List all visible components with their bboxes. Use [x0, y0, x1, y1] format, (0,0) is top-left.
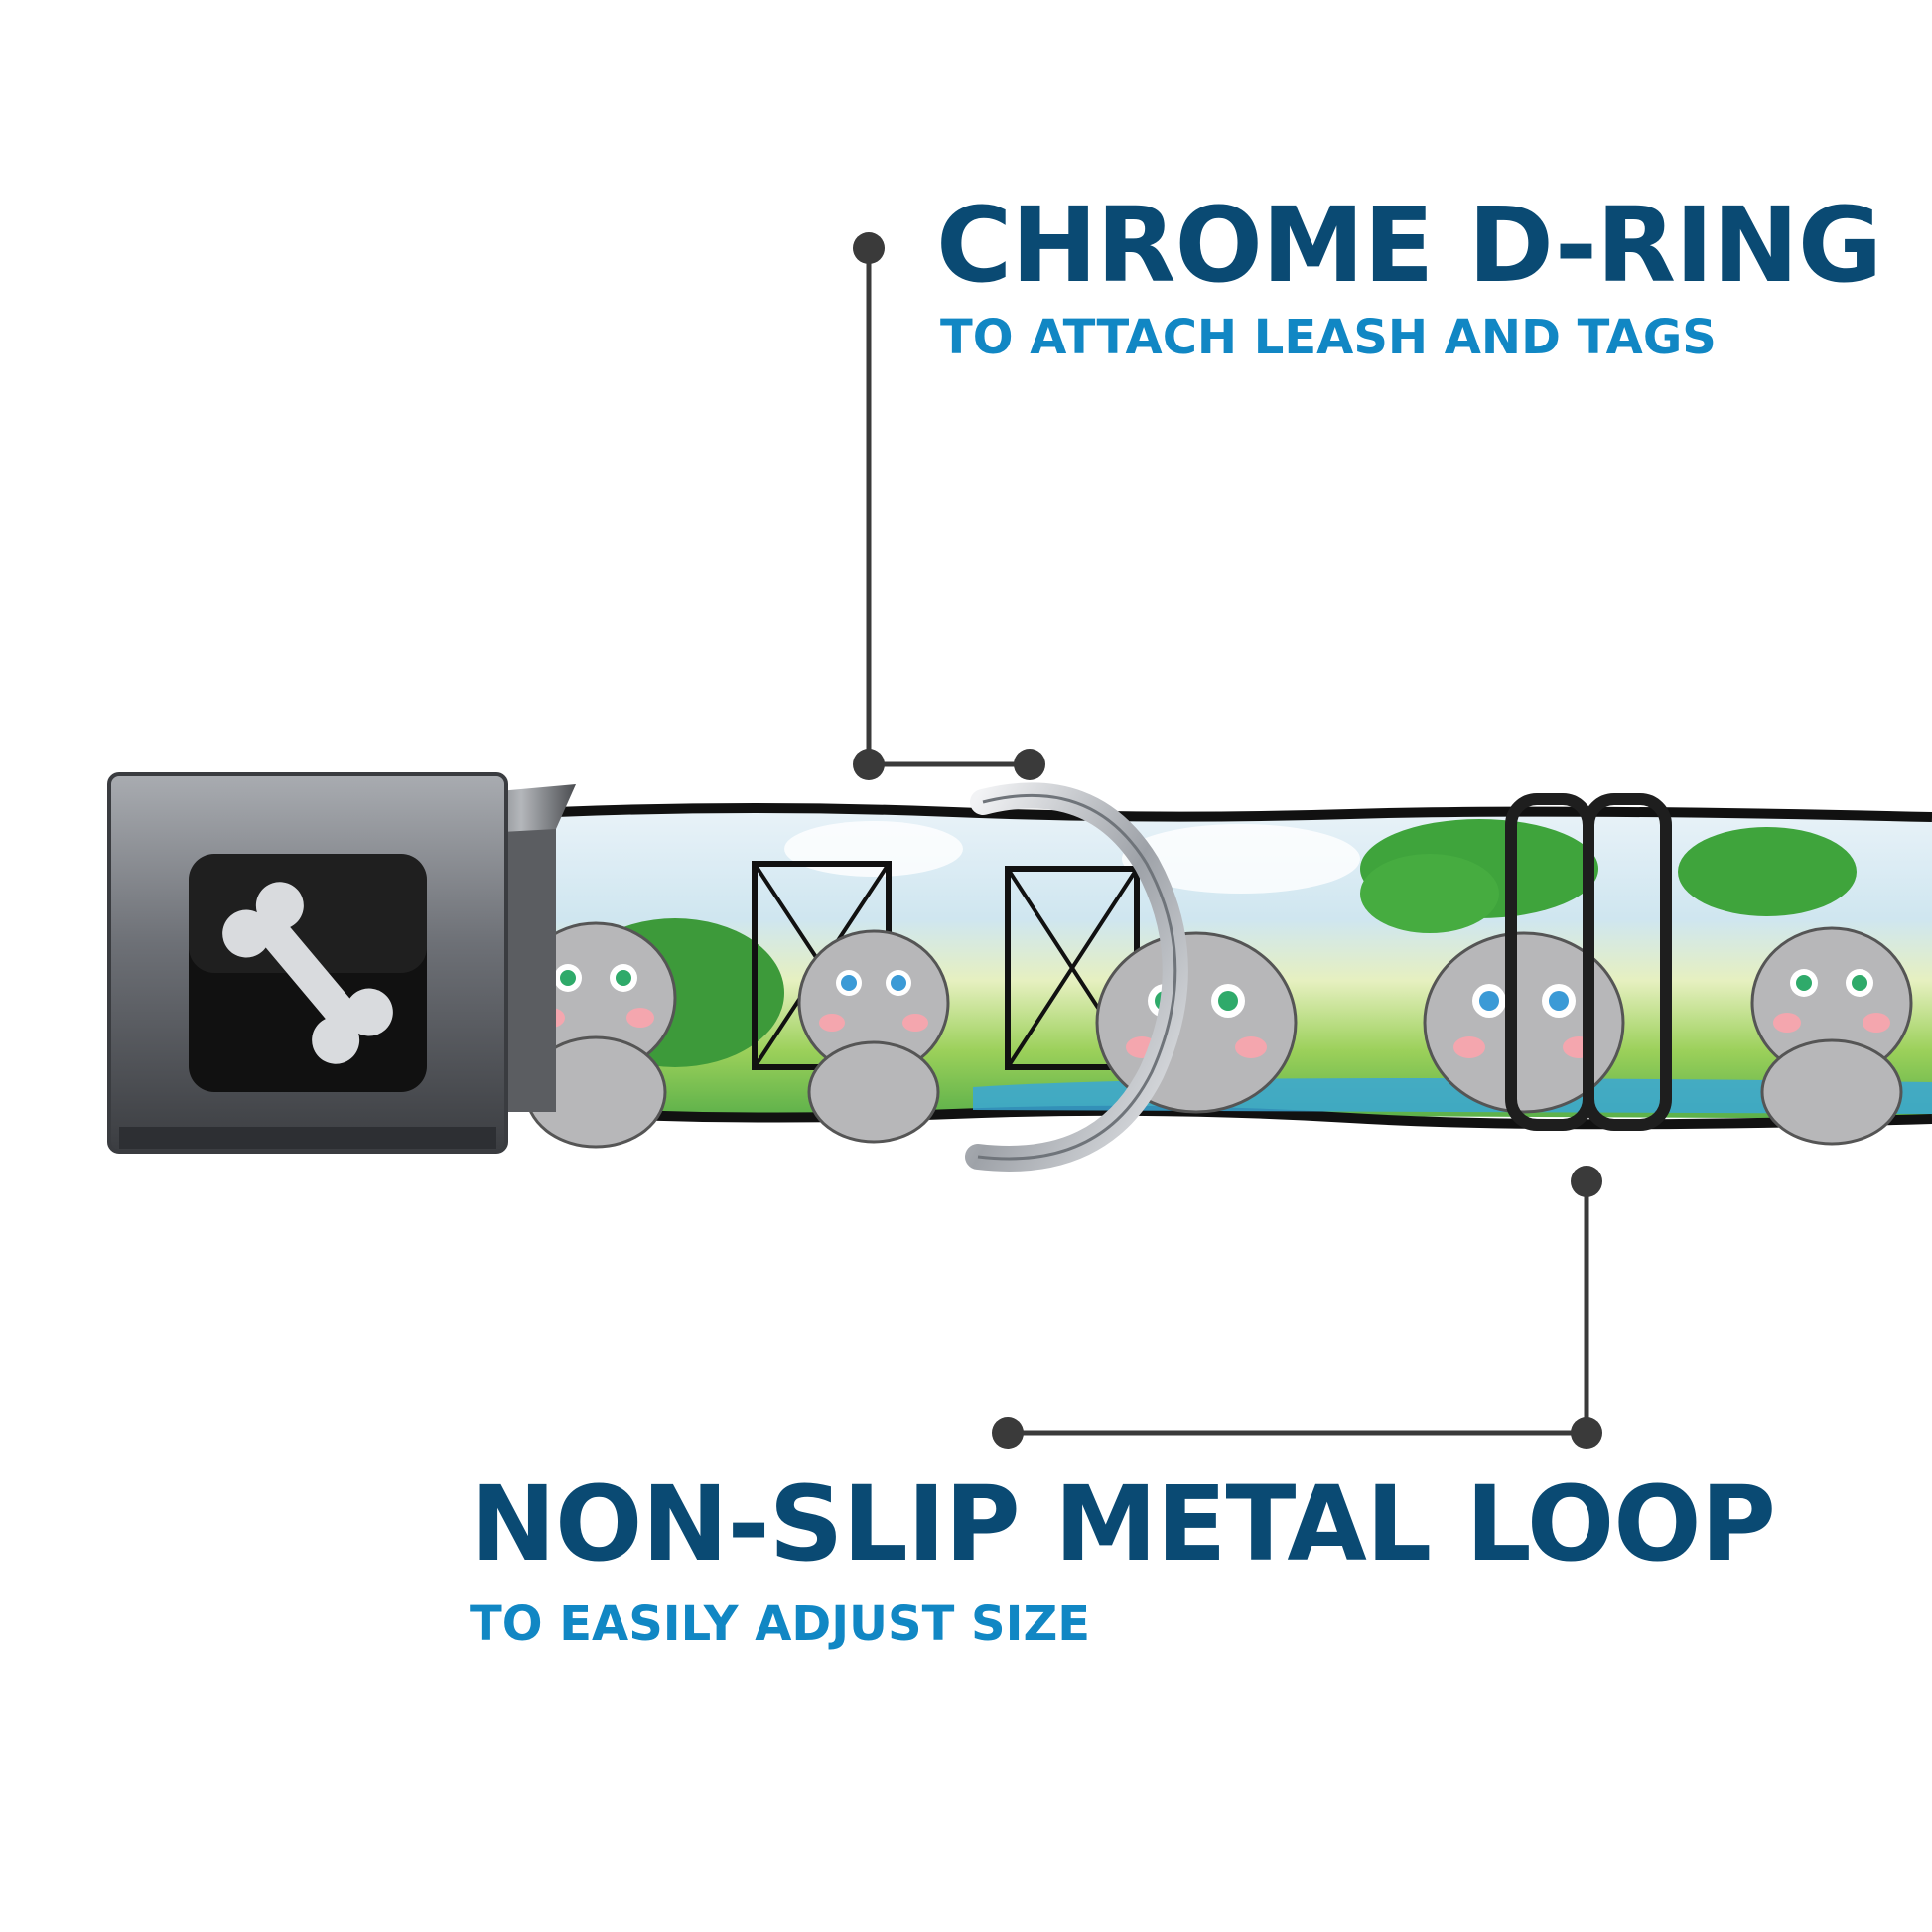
chrome-d-ring	[965, 782, 1188, 1172]
loop-title: NON-SLIP METAL LOOP	[470, 1463, 1776, 1585]
d-ring-subtitle: TO ATTACH LEASH AND TAGS	[940, 310, 1717, 365]
metal-loop-slider	[1505, 793, 1672, 1131]
seatbelt-buckle	[107, 772, 576, 1154]
d-ring-title: CHROME D-RING	[936, 185, 1882, 306]
bone-icon	[222, 882, 393, 1064]
loop-subtitle: TO EASILY ADJUST SIZE	[470, 1596, 1091, 1652]
